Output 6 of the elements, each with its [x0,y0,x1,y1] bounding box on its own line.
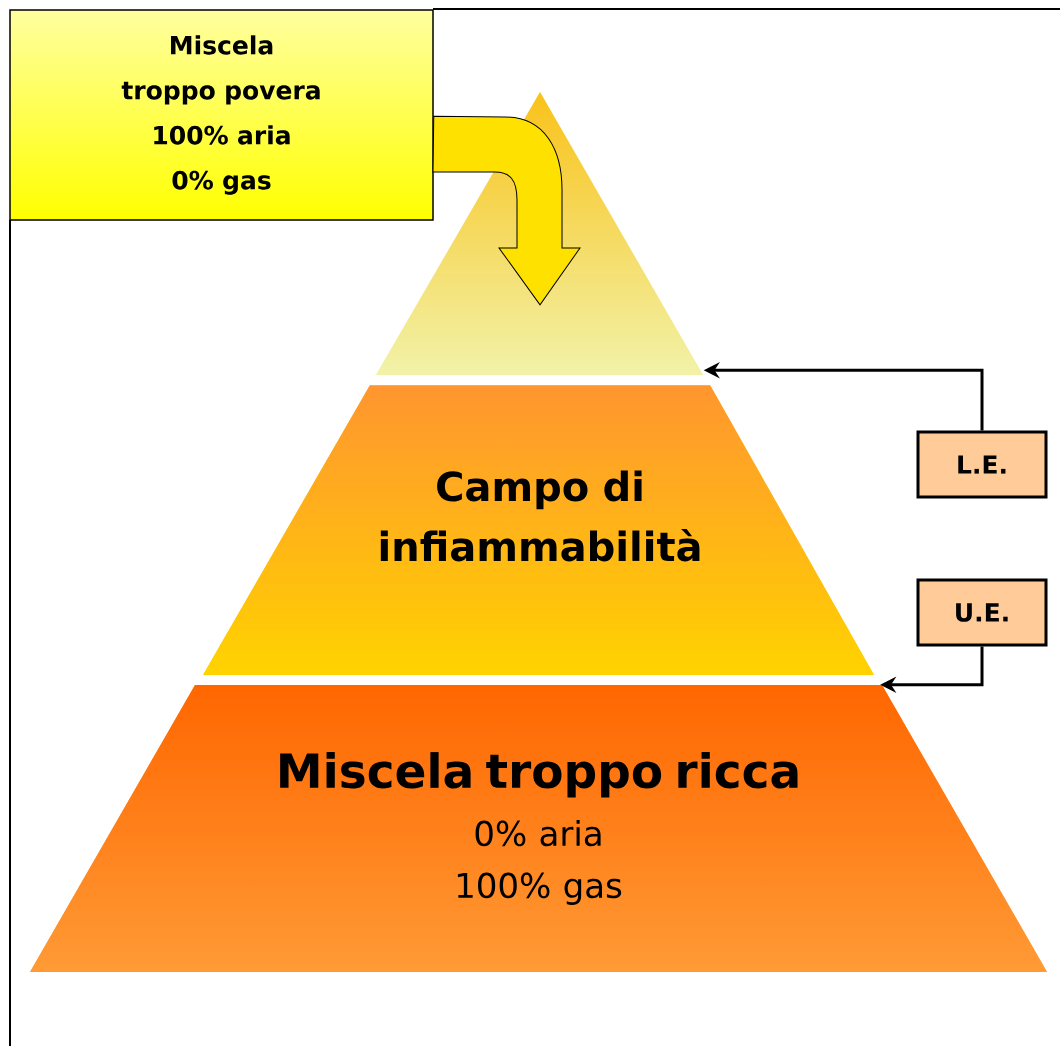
note-box: Miscela troppo povera 100% aria 0% gas [9,9,434,221]
block-arrow [432,115,581,306]
label-box: U.E. [916,578,1048,647]
pyramid-band: Miscela troppo ricca 0% aria 100% gas [30,685,1047,972]
label-box: L.E. [916,430,1048,499]
pyramid-band: Campo di infiammabilità [203,385,874,675]
